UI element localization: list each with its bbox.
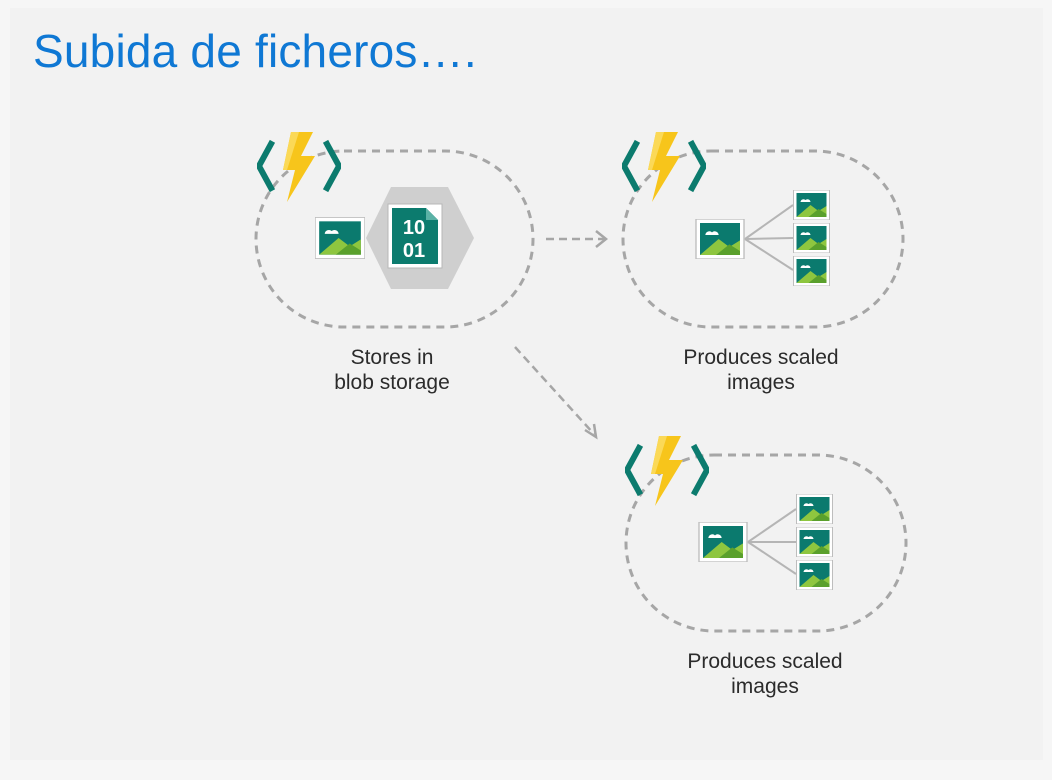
fan-out-lines: [747, 508, 797, 575]
caption-store: Stores in blob storage: [272, 345, 512, 395]
caption-line: Produces scaled: [687, 650, 843, 673]
image-icon: [698, 522, 748, 562]
dashed-boundary: [621, 149, 905, 329]
scaled-image-icon: [793, 256, 830, 286]
blob-text-line2: 01: [403, 240, 425, 262]
blob-storage-icon: 10 01: [366, 187, 474, 289]
caption-line: images: [727, 371, 795, 394]
caption-line: blob storage: [334, 371, 450, 394]
function-app-icon: [627, 436, 707, 506]
edge-store-to-resize-2: [514, 346, 598, 440]
dashed-boundary: [254, 149, 535, 329]
caption-resize-2: Produces scaled images: [645, 649, 885, 699]
caption-line: Produces scaled: [683, 346, 839, 369]
node-resize-1: [621, 132, 905, 329]
node-store: 10 01: [254, 132, 535, 329]
image-icon: [695, 219, 745, 259]
scaled-image-icon: [793, 190, 830, 220]
function-app-icon: [259, 132, 339, 202]
scaled-image-icon: [796, 560, 833, 590]
node-resize-2: [624, 436, 908, 633]
caption-resize-1: Produces scaled images: [641, 345, 881, 395]
page-title: Subida de ficheros….: [33, 25, 477, 77]
scaled-image-icon: [793, 223, 830, 253]
blob-text-line1: 10: [403, 217, 425, 239]
function-app-icon: [624, 132, 704, 202]
edge-store-to-resize-1: [546, 230, 609, 248]
slide: [10, 8, 1043, 760]
scaled-image-icon: [796, 494, 833, 524]
caption-line: images: [731, 675, 799, 698]
caption-line: Stores in: [350, 346, 434, 369]
image-icon: [315, 217, 365, 259]
scaled-image-icon: [796, 527, 833, 557]
fan-out-lines: [744, 204, 794, 271]
dashed-boundary: [624, 453, 908, 633]
